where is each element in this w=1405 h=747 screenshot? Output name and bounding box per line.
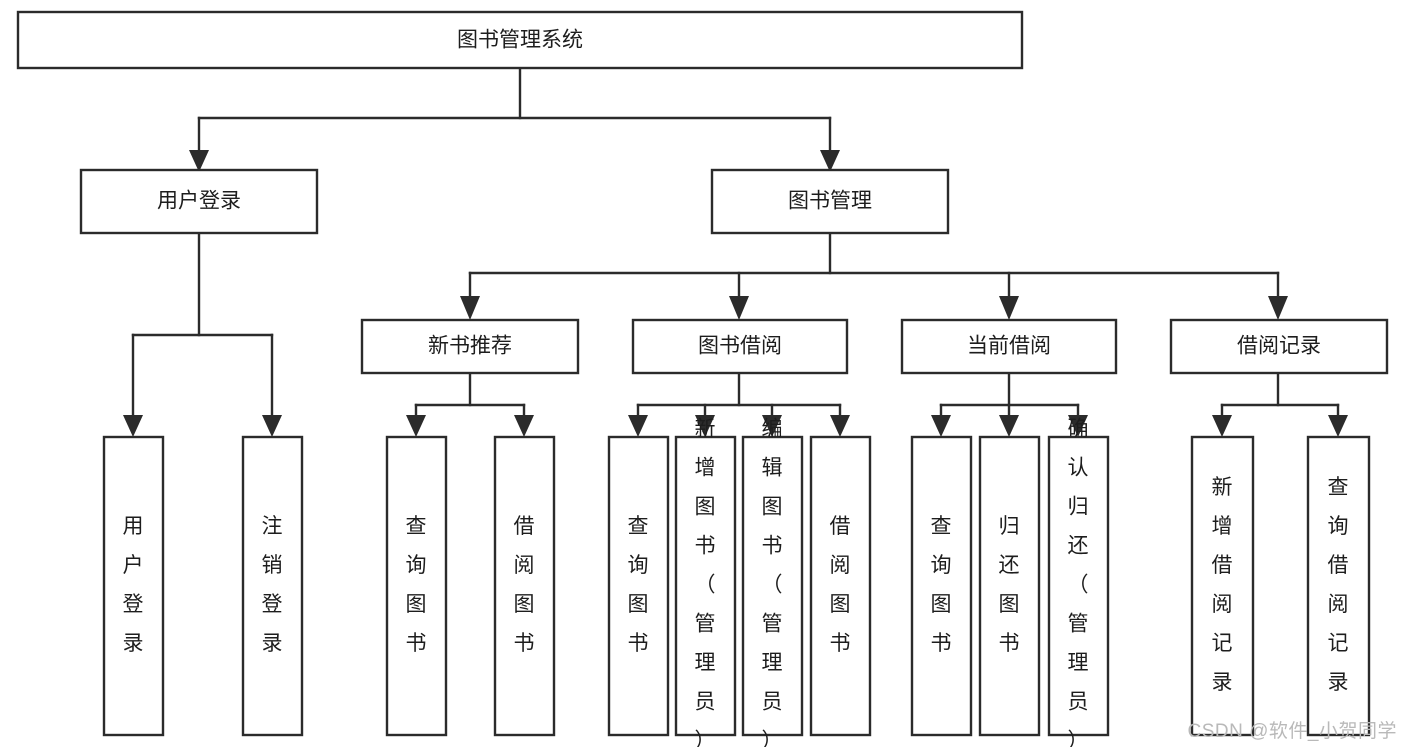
arrow-icon-leaf-book-borrow-4 [830, 415, 850, 437]
leaf-borrow-edit-box[interactable] [741, 435, 804, 737]
arrow-icon-leaf-borrow-record-2 [1328, 415, 1348, 437]
arrow-icon-leaf-new-book-1 [406, 415, 426, 437]
arrow-icon-user-login [189, 150, 209, 172]
node-root-box[interactable] [16, 10, 1024, 70]
leaf-user-login-box[interactable] [102, 435, 165, 737]
arrow-icon-new-book [460, 296, 480, 320]
leaf-node[interactable]: 借阅图书 [493, 435, 556, 737]
arrow-icon-leaf-book-borrow-2 [695, 415, 715, 437]
arrow-icon-leaf-current-borrow-2 [999, 415, 1019, 437]
leaf-user-login-label: 用户登录 [123, 515, 144, 655]
leaf-node[interactable]: 查询图书 [910, 435, 973, 737]
leaf-borrow-do-label: 借阅图书 [830, 515, 851, 655]
arrow-icon-book-borrow [729, 296, 749, 320]
leaf-logout-label: 注销登录 [262, 515, 283, 655]
node-book-borrow-box[interactable] [631, 318, 849, 375]
node-book-manage-label: 图书管理 [788, 190, 872, 213]
node-book-manage[interactable]: 图书管理 [710, 168, 950, 235]
leaf-borrow-add-box[interactable] [674, 435, 737, 737]
arrow-icon-leaf-user-login-1 [123, 415, 143, 437]
leaf-node[interactable]: 归还图书 [978, 435, 1041, 737]
arrow-icon-borrow-record [1268, 296, 1288, 320]
arrow-icon-current-borrow [999, 296, 1019, 320]
connector-layer [123, 66, 1348, 437]
leaf-borrow-do-box[interactable] [809, 435, 872, 737]
leaf-current-confirm-label: 确认归还（管理员） [1068, 418, 1089, 747]
arrow-icon-book-manage [820, 150, 840, 172]
node-new-book-recommend-box[interactable] [360, 318, 580, 375]
node-user-login-label: 用户登录 [157, 190, 241, 213]
arrow-icon-leaf-current-borrow-1 [931, 415, 951, 437]
node-user-login[interactable]: 用户登录 [79, 168, 319, 235]
leaf-record-add-label: 新增借阅记录 [1212, 476, 1233, 694]
leaf-node[interactable]: 新增借阅记录 [1190, 435, 1255, 737]
arrow-icon-leaf-borrow-record-1 [1212, 415, 1232, 437]
node-book-borrow-label: 图书借阅 [698, 335, 782, 358]
leaf-current-return-label: 归还图书 [999, 515, 1020, 655]
node-borrow-record-box[interactable] [1169, 318, 1389, 375]
leaf-node[interactable]: 注销登录 [241, 435, 304, 737]
leaf-record-add-box[interactable] [1190, 435, 1255, 737]
node-book-borrow[interactable]: 图书借阅 [631, 318, 849, 375]
leaf-newbook-borrow-label: 借阅图书 [514, 515, 535, 655]
leaf-current-query-label: 查询图书 [931, 515, 952, 655]
node-borrow-record[interactable]: 借阅记录 [1169, 318, 1389, 375]
leaf-current-query-box[interactable] [910, 435, 973, 737]
leaf-node[interactable]: 确认归还（管理员） [1047, 418, 1110, 747]
arrow-icon-leaf-user-login-2 [262, 415, 282, 437]
arrow-icon-leaf-current-borrow-3 [1068, 415, 1088, 437]
leaf-node[interactable]: 借阅图书 [809, 435, 872, 737]
leaf-current-confirm-box[interactable] [1047, 435, 1110, 737]
node-user-login-box[interactable] [79, 168, 319, 235]
leaf-node[interactable]: 用户登录 [102, 435, 165, 737]
arrow-icon-leaf-new-book-2 [514, 415, 534, 437]
arrow-icon-leaf-book-borrow-3 [762, 415, 782, 437]
leaf-record-query-box[interactable] [1306, 435, 1371, 737]
node-borrow-record-label: 借阅记录 [1237, 335, 1321, 358]
leaf-node[interactable]: 查询图书 [385, 435, 448, 737]
node-current-borrow-box[interactable] [900, 318, 1118, 375]
node-book-manage-box[interactable] [710, 168, 950, 235]
leaf-node[interactable]: 编辑图书（管理员） [741, 418, 804, 747]
watermark-label: CSDN @软件_小贺同学 [1187, 721, 1397, 742]
node-current-borrow[interactable]: 当前借阅 [900, 318, 1118, 375]
leaf-newbook-query-box[interactable] [385, 435, 448, 737]
node-root-label: 图书管理系统 [457, 29, 583, 52]
leaf-current-return-box[interactable] [978, 435, 1041, 737]
node-root[interactable]: 图书管理系统 [16, 10, 1024, 70]
leaf-node[interactable]: 查询图书 [607, 435, 670, 737]
leaf-logout-box[interactable] [241, 435, 304, 737]
leaf-borrow-edit-label: 编辑图书（管理员） [762, 418, 783, 747]
leaf-newbook-borrow-box[interactable] [493, 435, 556, 737]
leaf-borrow-query-box[interactable] [607, 435, 670, 737]
leaf-node[interactable]: 查询借阅记录 [1306, 435, 1371, 737]
leaf-borrow-add-label: 新增图书（管理员） [695, 418, 716, 747]
arrow-icon-leaf-book-borrow-1 [628, 415, 648, 437]
node-current-borrow-label: 当前借阅 [967, 335, 1051, 358]
leaf-newbook-query-label: 查询图书 [406, 515, 427, 655]
leaf-borrow-query-label: 查询图书 [628, 515, 649, 655]
leaf-node[interactable]: 新增图书（管理员） [674, 418, 737, 747]
leaf-record-query-label: 查询借阅记录 [1328, 476, 1349, 694]
node-new-book-recommend-label: 新书推荐 [428, 335, 512, 358]
node-new-book-recommend[interactable]: 新书推荐 [360, 318, 580, 375]
